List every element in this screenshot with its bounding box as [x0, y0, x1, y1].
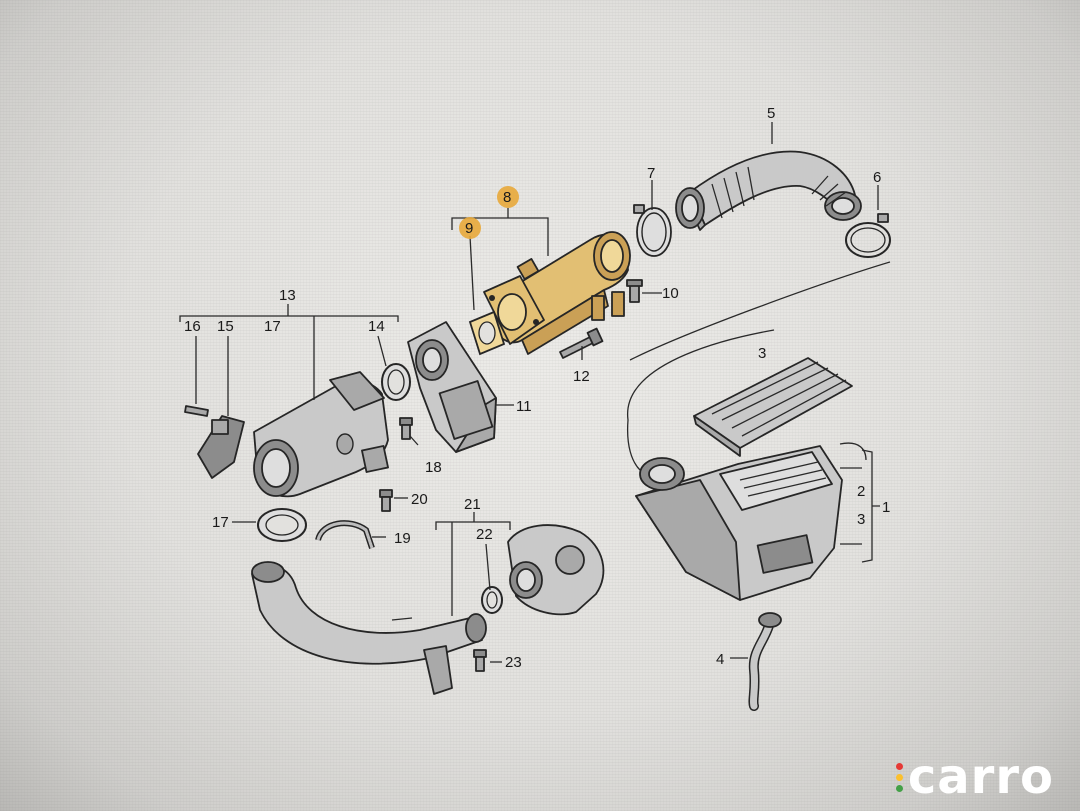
part-9-gasket-highlighted	[468, 310, 506, 356]
callout-18: 18	[425, 459, 442, 476]
part-8-intake-pipe-highlighted	[483, 231, 631, 355]
highlight-marker-8	[497, 186, 519, 208]
leader-lines	[179, 122, 891, 663]
part-12-bolt	[559, 327, 604, 359]
highlight-marker-9	[459, 217, 481, 239]
part-17-gasket	[257, 508, 307, 542]
callout-20: 20	[411, 491, 428, 508]
part-20-bolt	[379, 489, 393, 512]
callout-14: 14	[368, 318, 385, 335]
callout-7: 7	[647, 165, 655, 182]
callout-11: 11	[516, 398, 532, 415]
part-16-bolt	[184, 405, 209, 417]
callout-23: 23	[505, 654, 522, 671]
part-15-sensor	[197, 415, 245, 479]
carro-logo: carro	[895, 749, 1054, 805]
callout-19: 19	[394, 530, 411, 547]
callout-5: 5	[767, 105, 775, 122]
part-21-pump-housing	[507, 524, 605, 616]
callout-2: 2	[857, 483, 865, 500]
logo-dot-yellow	[895, 773, 903, 781]
part-18-bolt	[399, 417, 413, 440]
part-21-lower-pipe	[251, 561, 487, 695]
logo-dot-green	[895, 784, 903, 792]
callout-17-lower: 17	[212, 514, 229, 531]
callout-9: 9	[465, 220, 473, 237]
part-22-gasket	[481, 586, 503, 614]
part-5-intake-hose	[675, 150, 862, 231]
callout-15: 15	[217, 318, 234, 335]
carro-logo-dots-icon	[895, 762, 903, 792]
part-19-clip	[315, 520, 375, 549]
callout-16: 16	[184, 318, 201, 335]
callout-6: 6	[873, 169, 881, 186]
carro-logo-text: carro	[907, 749, 1054, 805]
callout-10: 10	[662, 285, 679, 302]
callout-12: 12	[573, 368, 590, 385]
callout-21: 21	[464, 496, 481, 513]
part-3-filter-element	[693, 357, 853, 457]
part-14-gasket	[381, 363, 411, 401]
part-23-bolt	[473, 649, 487, 672]
callout-3-element: 3	[758, 345, 766, 362]
callout-17-upper: 17	[264, 318, 281, 335]
logo-dot-red	[895, 762, 903, 770]
part-13-intake-elbow	[253, 371, 389, 498]
callout-1: 1	[882, 499, 890, 516]
part-10-bolt	[626, 279, 643, 303]
part-4-breather-hose	[748, 612, 782, 711]
callout-13: 13	[279, 287, 296, 304]
part-7-hose-clamp	[633, 204, 672, 257]
part-1-air-filter-housing	[635, 445, 843, 601]
callout-8: 8	[503, 189, 511, 206]
callout-labels: 1 2 3 3 4 5 6 7 8 9 10 11 12 13 14 15 16…	[184, 105, 890, 671]
callout-3-filter: 3	[857, 511, 865, 528]
callout-4: 4	[716, 651, 724, 668]
callout-22: 22	[476, 526, 493, 543]
part-11-throttle-housing	[407, 321, 497, 453]
part-6-hose-clamp	[845, 213, 891, 258]
